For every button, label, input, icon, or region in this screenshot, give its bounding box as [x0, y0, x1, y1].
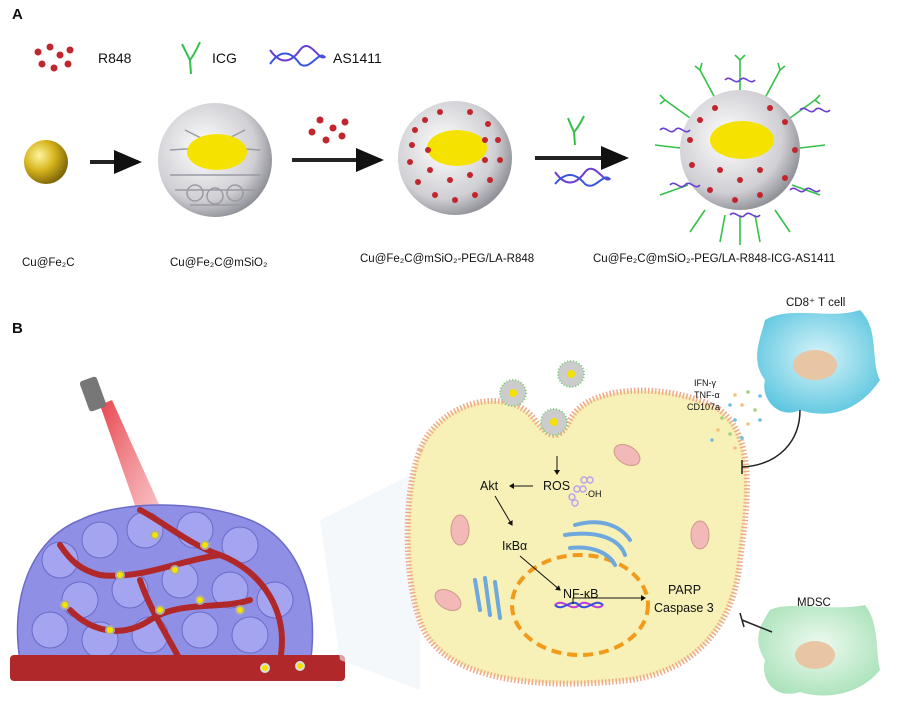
icg-icon — [567, 115, 585, 146]
tumor-cell — [404, 387, 750, 687]
mdsc-cell — [758, 605, 880, 696]
legend-r848: R848 — [98, 50, 132, 66]
hydroxyl-radical-icon — [568, 476, 594, 507]
mdsc-label: MDSC — [797, 597, 831, 609]
cytokine-dots — [710, 390, 762, 450]
dna-helix-icon — [269, 45, 326, 67]
r848-loaded-particle — [398, 101, 512, 215]
cytokine-ifn: IFN-γ — [694, 378, 716, 388]
ros-label: ROS — [543, 479, 570, 493]
pathway-arrows — [494, 456, 646, 604]
cu-fe2c-particle — [24, 140, 68, 184]
mdsc-inhibition-arrow — [739, 612, 773, 633]
green-y-icon — [181, 41, 201, 75]
final-nanoparticle — [654, 54, 831, 245]
r848-dots-icon — [308, 116, 349, 144]
blood-vessel — [10, 655, 345, 681]
nucleus — [510, 553, 650, 657]
golgi — [473, 520, 632, 620]
cd8-t-cell — [757, 310, 880, 414]
tumor — [16, 504, 314, 666]
as1411-icon — [554, 168, 611, 187]
zoom-wedge — [320, 470, 420, 690]
cd8-label: CD8⁺ T cell — [786, 297, 845, 309]
cd8-inhibition-arrow — [741, 409, 801, 474]
panel-b-label: B — [12, 320, 23, 337]
mesoporous-silica-particle — [158, 103, 272, 217]
stage-label-4: Cu@Fe₂C@mSiO₂-PEG/LA-R848-ICG-AS1411 — [593, 253, 835, 265]
hydroxyl-label: ·OH — [585, 489, 602, 499]
ikba-label: IκBα — [502, 539, 527, 553]
akt-label: Akt — [480, 479, 499, 493]
nanoparticles-approaching — [499, 360, 585, 436]
legend: R848 ICG AS1411 — [34, 41, 382, 75]
legend-as1411: AS1411 — [333, 50, 382, 66]
cytokine-tnf: TNF-α — [694, 390, 720, 400]
stage-label-3: Cu@Fe₂C@mSiO₂-PEG/LA-R848 — [360, 253, 534, 265]
mitochondria — [434, 444, 710, 611]
dna-icon — [554, 601, 604, 609]
nfkb-label: NF-κB — [563, 587, 598, 601]
red-dots-icon — [34, 43, 74, 72]
caspase-label: Caspase 3 — [654, 601, 714, 615]
panel-a-label: A — [12, 6, 23, 23]
stage-label-1: Cu@Fe₂C — [22, 257, 75, 269]
cytokine-cd107a: CD107a — [687, 402, 720, 412]
legend-icg: ICG — [212, 50, 237, 66]
stage-label-2: Cu@Fe₂C@mSiO₂ — [170, 257, 267, 269]
parp-label: PARP — [668, 583, 701, 597]
